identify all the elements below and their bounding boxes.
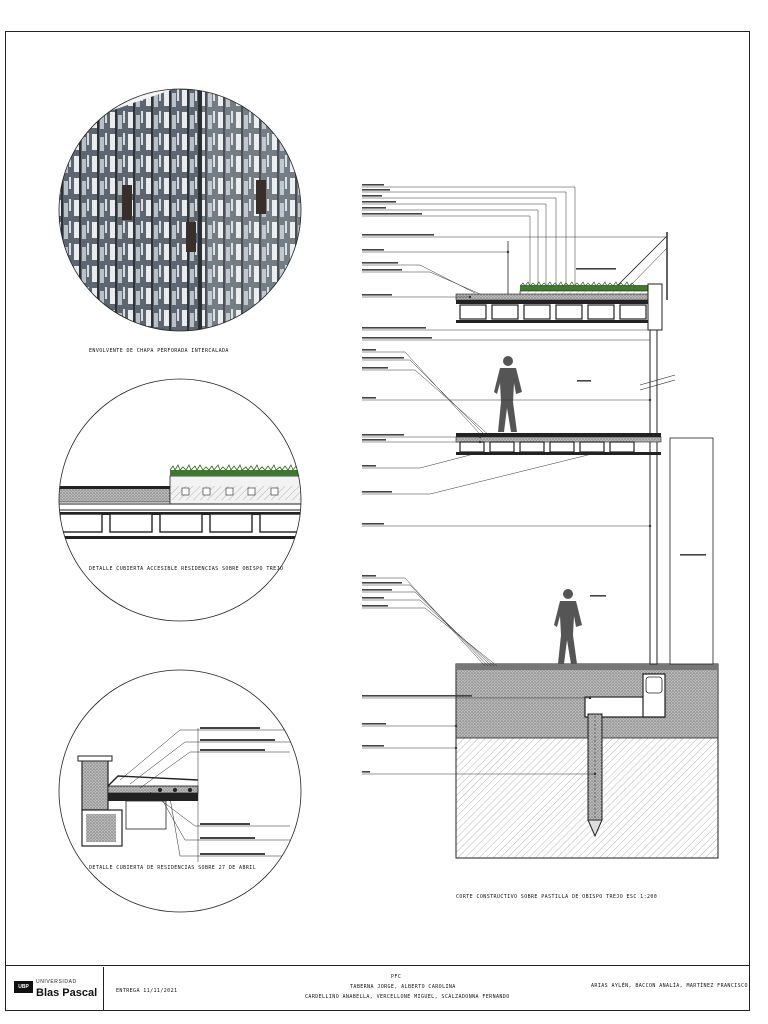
logo-mark: UBP <box>14 981 33 993</box>
course-name: PFC <box>391 974 402 980</box>
roof-parapet-detail <box>58 669 302 913</box>
human-figure-upper <box>494 356 522 432</box>
logo-university-label: UNIVERSIDAD <box>36 979 77 985</box>
caption-roof-detail: DETALLE CUBIERTA DE RESIDENCIAS SOBRE 27… <box>89 865 257 871</box>
drawing-sheet-frame <box>5 31 750 966</box>
caption-constructive-section: CORTE CONSTRUCTIVO SOBRE PASTILLA DE OBI… <box>456 894 658 900</box>
human-figure-lower <box>554 589 582 664</box>
constructive-section <box>362 184 719 859</box>
delivery-date: ENTREGA 11/11/2021 <box>116 988 178 994</box>
university-logo: UBP UNIVERSIDAD Blas Pascal <box>6 967 104 1010</box>
teachers-names: TABERNA JORGE, ALBERTO CAROLINA <box>350 984 456 990</box>
facade-photo-detail <box>58 88 302 332</box>
title-block <box>5 966 750 1011</box>
students-names: ARIAS AYLÉN, BACCON ANALÍA, MARTÍNEZ FRA… <box>591 983 748 989</box>
caption-facade-detail: ENVOLVENTE DE CHAPA PERFORADA INTERCALAD… <box>89 348 229 354</box>
accessible-roof-detail <box>58 378 302 622</box>
assistants-names: CARDELLINO ANABELLA, VERCELLONE MIGUEL, … <box>305 994 510 1000</box>
caption-accessible-roof-detail: DETALLE CUBIERTA ACCESIBLE RESIDENCIAS S… <box>89 566 284 572</box>
logo-university-name: Blas Pascal <box>36 987 98 999</box>
